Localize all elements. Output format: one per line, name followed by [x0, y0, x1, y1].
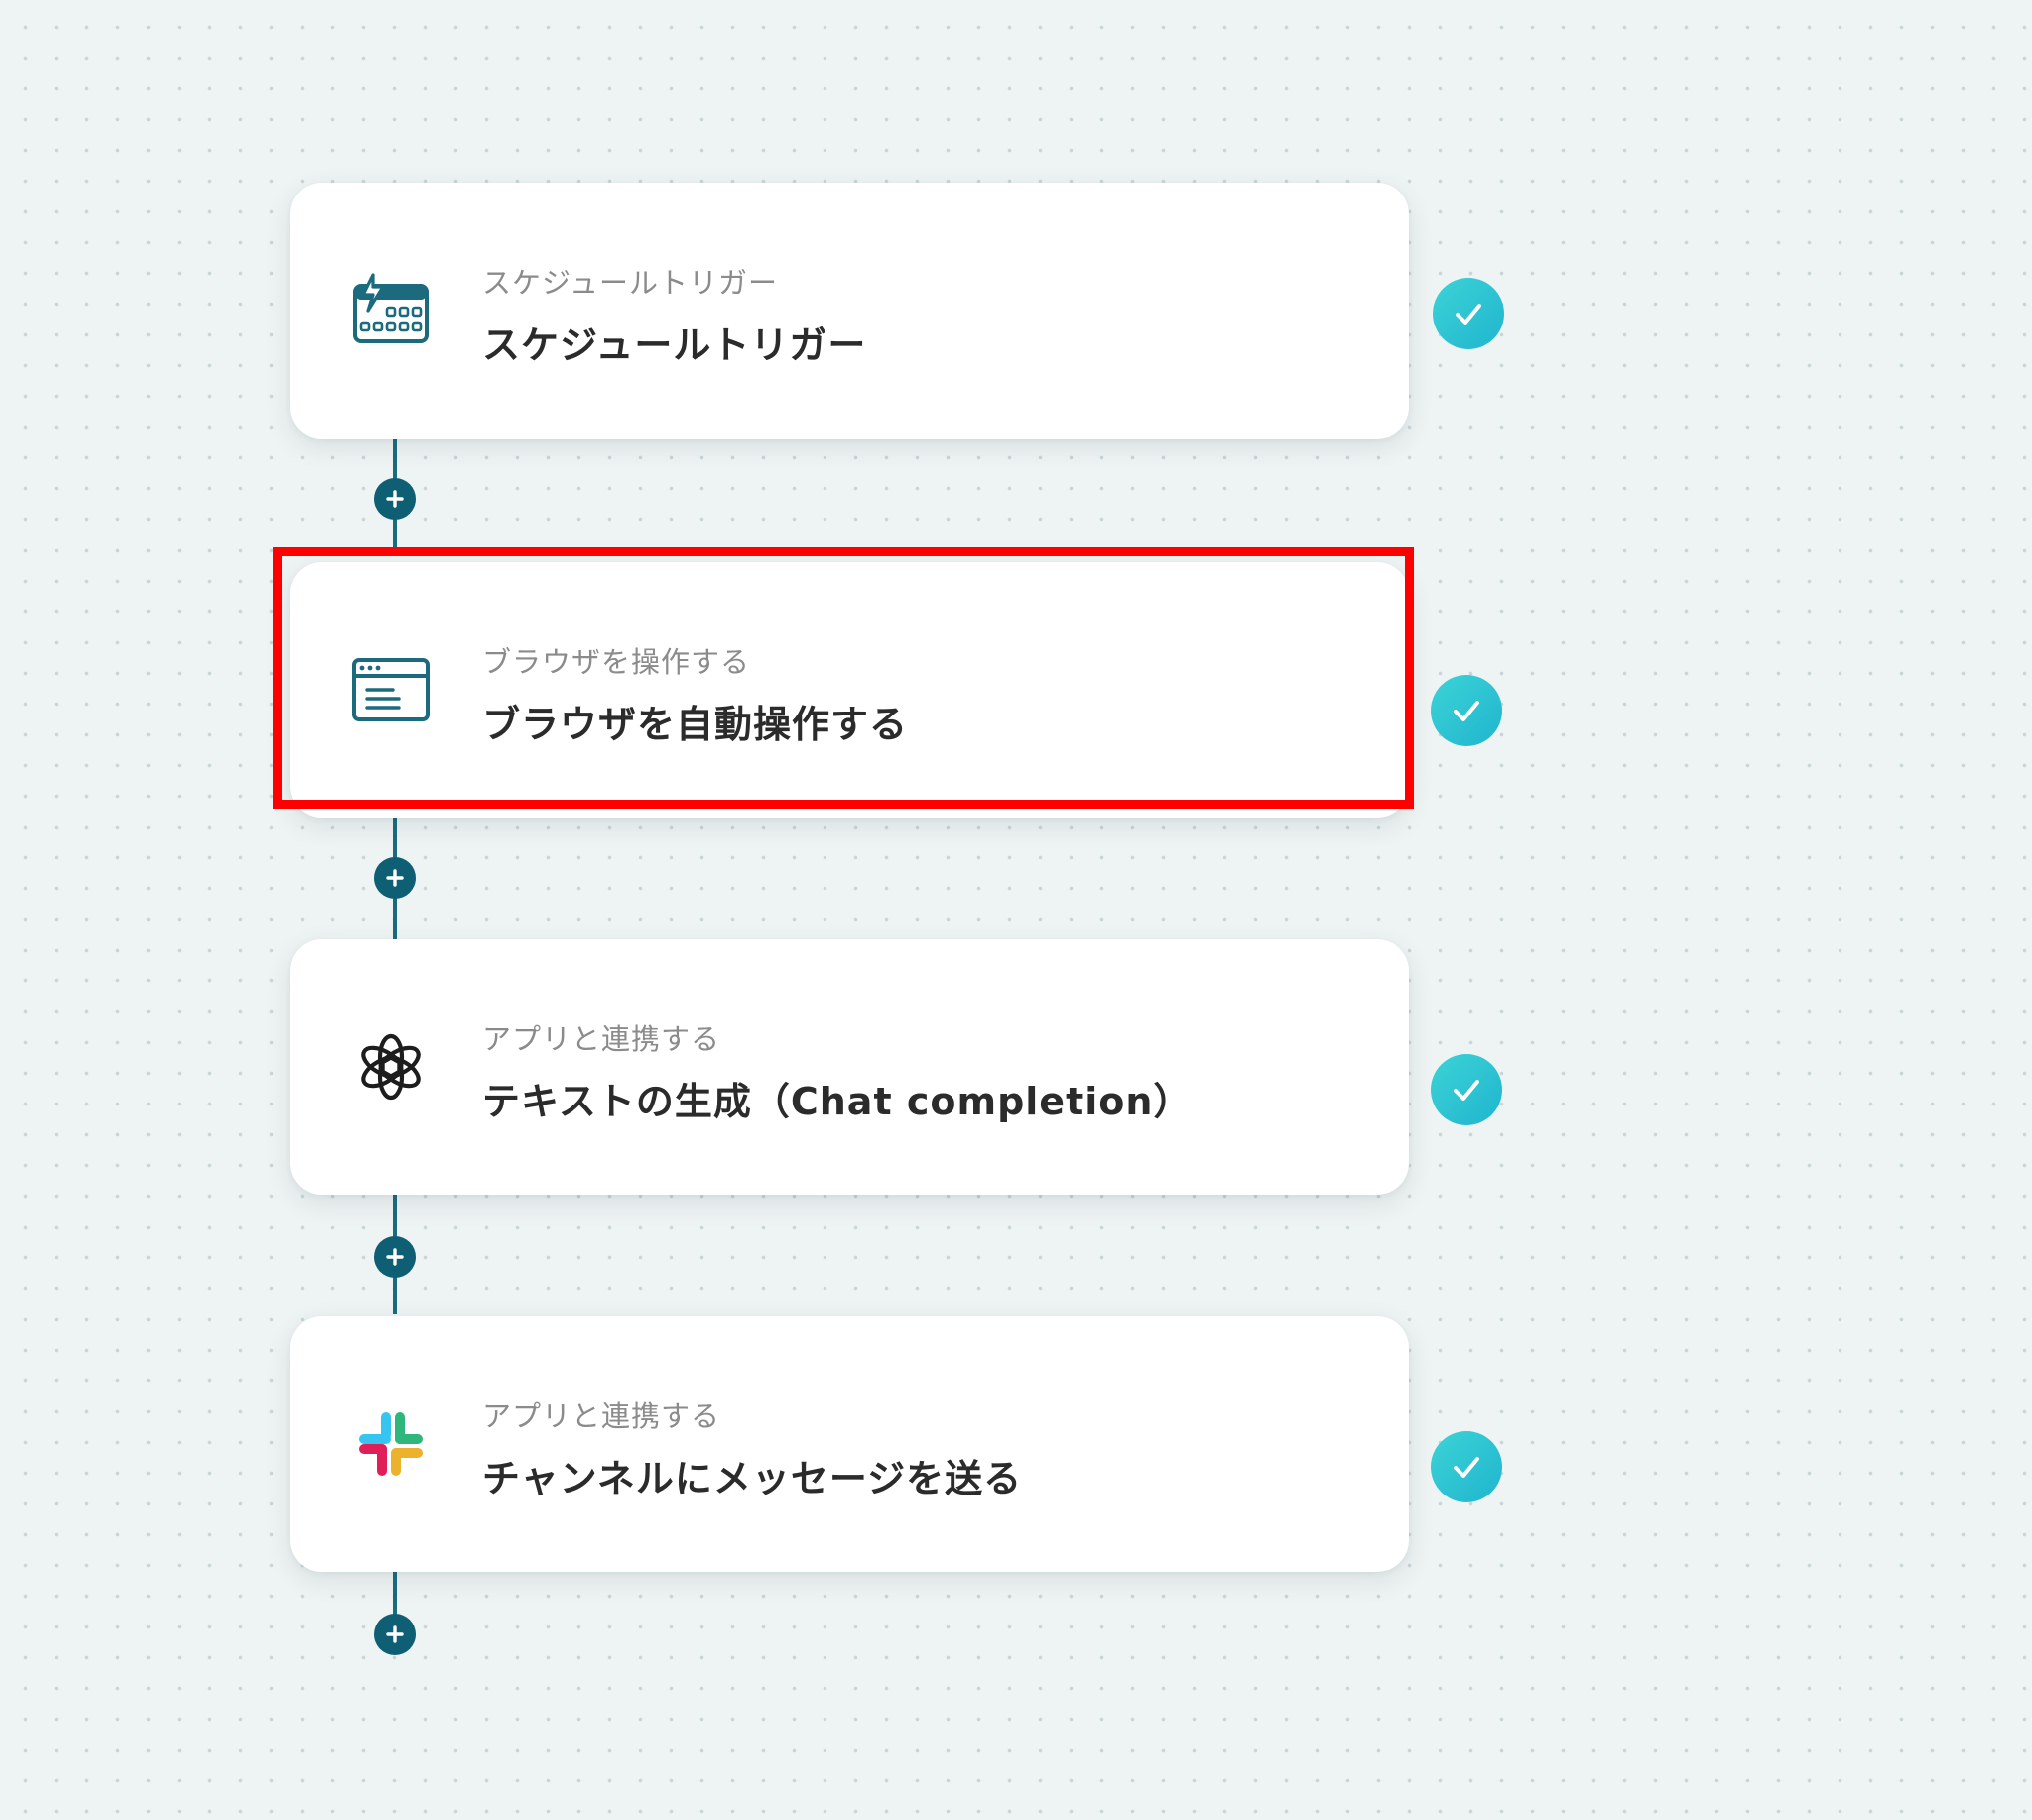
status-check-icon — [1431, 1054, 1502, 1125]
step-category-label: スケジュールトリガー — [482, 266, 778, 300]
schedule-trigger-icon — [351, 271, 431, 350]
step-title: テキストの生成（Chat completion） — [482, 1080, 1193, 1123]
plus-icon — [386, 869, 404, 887]
plus-icon — [386, 1248, 404, 1266]
add-step-button[interactable] — [374, 857, 416, 899]
add-step-button[interactable] — [374, 1236, 416, 1278]
status-check-icon — [1431, 675, 1502, 746]
flow-step-card-chat-completion[interactable]: アプリと連携する テキストの生成（Chat completion） — [290, 939, 1409, 1195]
plus-icon — [386, 1625, 404, 1643]
step-category-label: アプリと連携する — [482, 1022, 721, 1056]
slack-logo-icon — [351, 1404, 431, 1484]
status-check-icon — [1431, 1431, 1502, 1502]
add-step-button[interactable] — [374, 478, 416, 520]
flow-step-card-slack-message[interactable]: アプリと連携する チャンネルにメッセージを送る — [290, 1316, 1409, 1572]
step-title: スケジュールトリガー — [482, 324, 867, 367]
plus-icon — [386, 490, 404, 508]
add-step-button[interactable] — [374, 1614, 416, 1655]
flow-step-card-schedule-trigger[interactable]: スケジュールトリガー スケジュールトリガー — [290, 183, 1409, 439]
step-category-label: ブラウザを操作する — [482, 645, 751, 679]
status-check-icon — [1433, 278, 1504, 349]
step-title: ブラウザを自動操作する — [482, 703, 909, 746]
browser-window-icon — [351, 650, 431, 729]
step-title: チャンネルにメッセージを送る — [482, 1457, 1023, 1500]
flow-step-card-browser[interactable]: ブラウザを操作する ブラウザを自動操作する — [290, 562, 1409, 818]
connector-line — [393, 1568, 397, 1633]
openai-logo-icon — [351, 1027, 431, 1106]
step-category-label: アプリと連携する — [482, 1399, 721, 1433]
